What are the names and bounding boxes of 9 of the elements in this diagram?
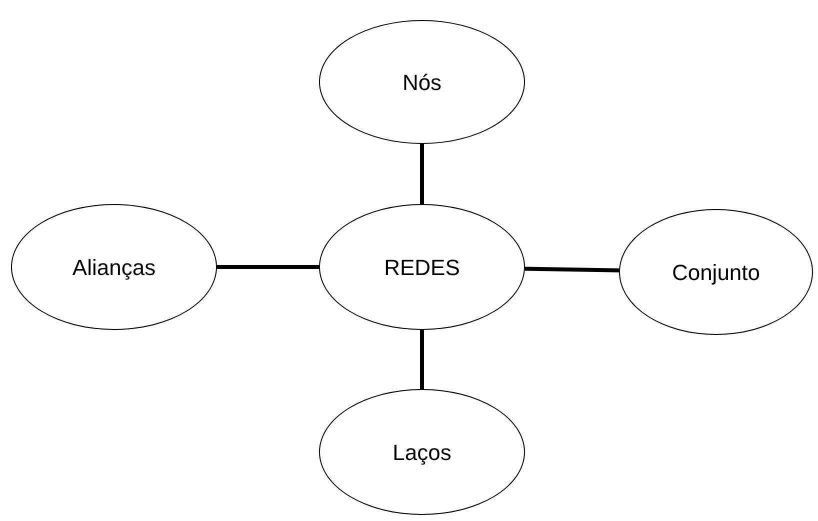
node-label: Conjunto — [672, 258, 760, 287]
connector-line — [217, 265, 319, 269]
node-label: REDES — [384, 254, 460, 282]
connector-line — [524, 266, 620, 272]
node-label: Nós — [402, 68, 442, 96]
connector-line — [420, 330, 424, 389]
node-label: Laços — [392, 438, 452, 467]
connector-line — [420, 144, 424, 204]
node-label: Alianças — [72, 254, 156, 282]
